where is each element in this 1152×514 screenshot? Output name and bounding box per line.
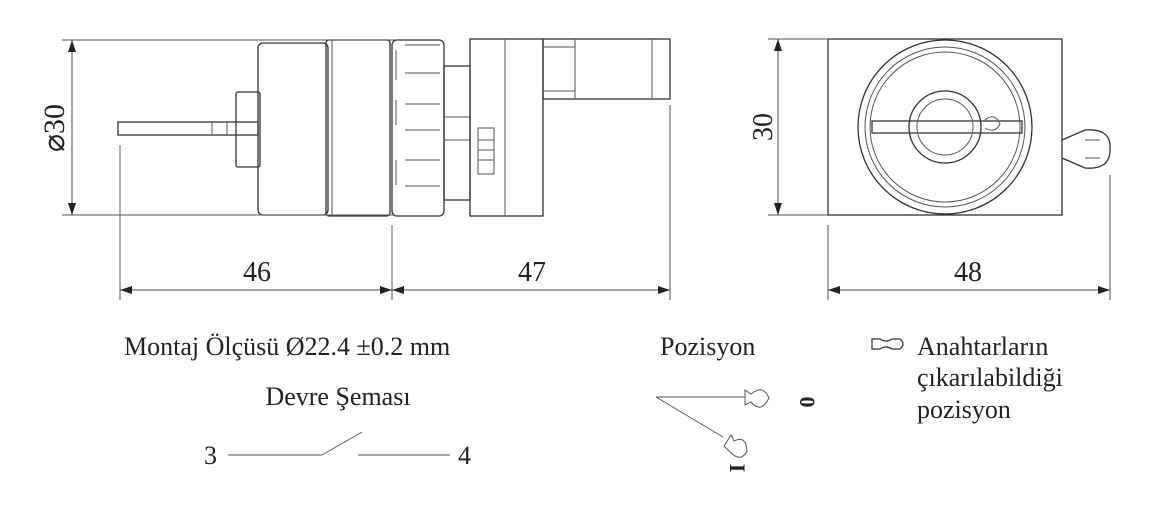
key-removable-icon [871,338,904,350]
mounting-note: Montaj Ölçüsü Ø22.4 ±0.2 mm [124,332,450,361]
dim-47: 47 [518,257,546,288]
legend: Anahtarların çıkarılabildiği pozisyon [871,332,1063,424]
position-diagram: 0 I [655,389,820,473]
legend-line-2: çıkarılabildiği [917,363,1063,392]
dim-46: 46 [243,257,271,288]
legend-line-1: Anahtarların [917,332,1048,361]
position-0: 0 [795,397,820,408]
side-dimensions: ⌀30 46 47 [38,39,671,300]
dim-30: 30 [748,113,779,141]
dim-48: 48 [954,257,982,288]
key-tab [1061,129,1111,169]
contact-top [542,38,671,100]
circuit-title: Devre Şeması [265,382,410,411]
bezel [857,39,1033,215]
shaft [117,121,259,136]
key-symbol-0 [744,389,770,408]
key-bar [871,120,1023,134]
key-symbol-1 [723,433,748,458]
position-title: Pozisyon [660,332,755,361]
position-1: I [725,464,750,473]
front-view [827,38,1111,216]
circuit-diagram: 3 4 [204,431,471,470]
contact-block [469,38,544,217]
side-view [117,38,671,217]
front-plate [827,38,1063,216]
neck [443,65,471,201]
front-body [257,42,329,216]
key-cylinder [908,90,982,164]
terminal-4: 4 [458,441,471,470]
mounting-ring [391,39,445,217]
diameter-label: ⌀30 [38,104,71,152]
terminal-3: 3 [204,441,217,470]
front-dimensions: 30 48 [748,38,1111,300]
legend-line-3: pozisyon [917,395,1011,424]
